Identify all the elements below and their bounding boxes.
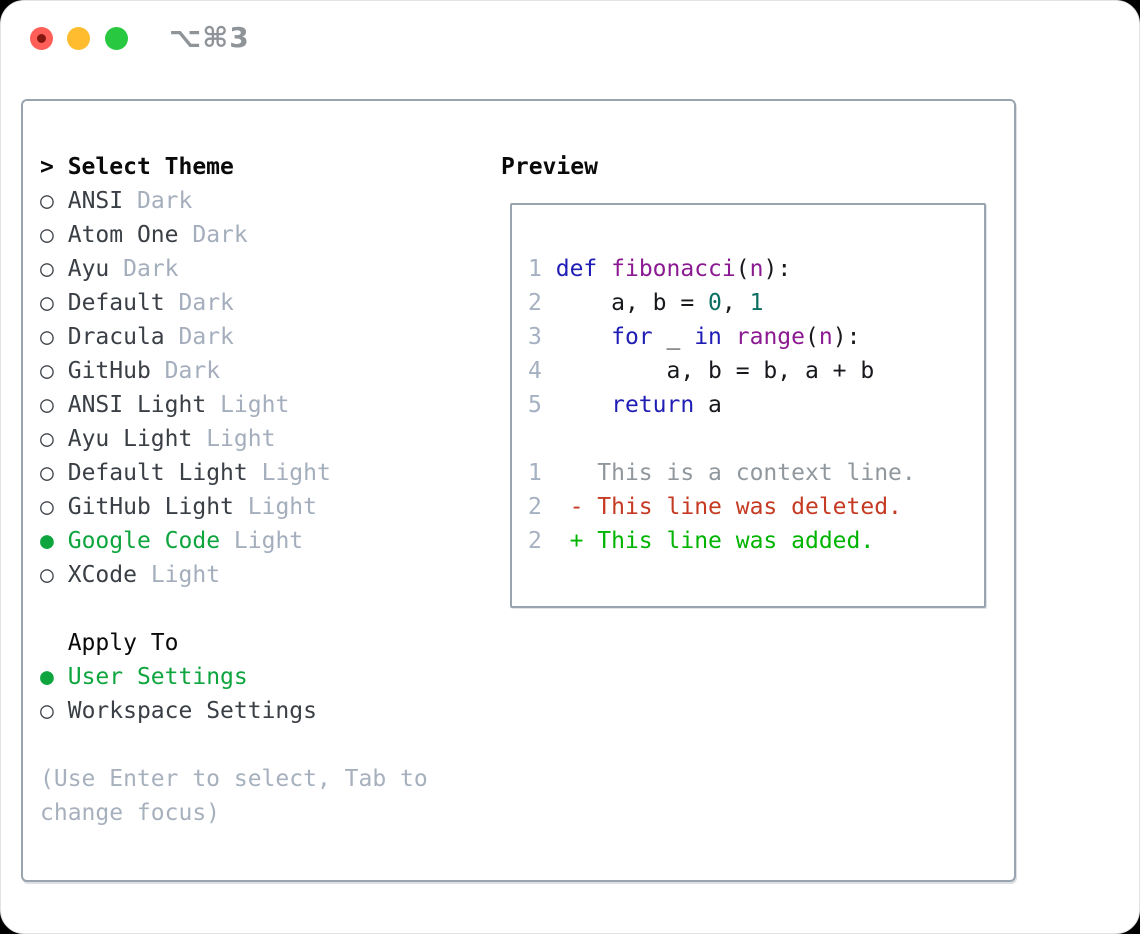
line-number: 3 bbox=[528, 324, 542, 350]
close-button[interactable] bbox=[30, 27, 53, 50]
spacer bbox=[40, 592, 428, 626]
help-line: change focus) bbox=[40, 800, 221, 826]
apply-to-list: ● User Settings○ Workspace Settings bbox=[40, 660, 428, 728]
diff-text: - This line was deleted. bbox=[555, 494, 902, 520]
theme-name: Default bbox=[67, 290, 165, 316]
code-line: 4 a, b = b, a + b bbox=[528, 358, 875, 384]
theme-variant: Dark bbox=[164, 358, 221, 384]
theme-variant: Dark bbox=[136, 188, 193, 214]
minimize-button[interactable] bbox=[67, 27, 90, 50]
diff-line-added: 2 + This line was added. bbox=[528, 524, 916, 558]
theme-variant: Dark bbox=[192, 222, 248, 248]
theme-option-ayu[interactable]: ○ Ayu Dark bbox=[40, 252, 428, 286]
help-line: (Use Enter to select, Tab to bbox=[40, 766, 428, 792]
line-number: 5 bbox=[528, 392, 542, 418]
theme-option-ansi[interactable]: ○ ANSI Dark bbox=[40, 184, 428, 218]
theme-name: Dracula bbox=[67, 324, 165, 350]
line-number: 1 bbox=[528, 256, 542, 282]
zoom-button[interactable] bbox=[105, 27, 128, 50]
theme-name: Ayu bbox=[67, 256, 110, 282]
radio-icon: ○ bbox=[40, 256, 54, 282]
theme-option-github[interactable]: ○ GitHub Dark bbox=[40, 354, 428, 388]
theme-variant: Dark bbox=[123, 256, 179, 282]
theme-name: Google Code bbox=[67, 528, 221, 554]
apply-option-user-settings[interactable]: ● User Settings bbox=[40, 660, 428, 694]
diff-line-context: 1 This is a context line. bbox=[528, 456, 916, 490]
cursor-marker: > bbox=[40, 154, 54, 180]
radio-icon: ○ bbox=[40, 358, 54, 384]
theme-name: Ayu Light bbox=[67, 426, 193, 452]
theme-option-default[interactable]: ○ Default Dark bbox=[40, 286, 428, 320]
radio-icon: ○ bbox=[40, 222, 54, 248]
spacer bbox=[40, 728, 428, 762]
radio-icon: ○ bbox=[40, 494, 54, 520]
theme-name: Atom One bbox=[67, 222, 179, 248]
radio-icon: ○ bbox=[40, 392, 54, 418]
theme-variant: Light bbox=[206, 426, 276, 452]
radio-icon: ○ bbox=[40, 324, 54, 350]
radio-icon: ○ bbox=[40, 562, 54, 588]
apply-option-workspace-settings[interactable]: ○ Workspace Settings bbox=[40, 694, 428, 728]
theme-name: Default Light bbox=[67, 460, 248, 486]
preview-header: Preview bbox=[501, 150, 598, 184]
theme-option-ayu-light[interactable]: ○ Ayu Light Light bbox=[40, 422, 428, 456]
radio-icon: ● bbox=[40, 528, 54, 554]
theme-option-default-light[interactable]: ○ Default Light Light bbox=[40, 456, 428, 490]
radio-icon: ○ bbox=[40, 698, 54, 724]
theme-option-xcode[interactable]: ○ XCode Light bbox=[40, 558, 428, 592]
radio-icon: ○ bbox=[40, 460, 54, 486]
theme-variant: Dark bbox=[178, 290, 234, 316]
theme-list: ○ ANSI Dark○ Atom One Dark○ Ayu Dark○ De… bbox=[40, 184, 428, 592]
theme-variant: Light bbox=[150, 562, 221, 588]
code-line: 2 a, b = 0, 1 bbox=[528, 290, 764, 316]
theme-variant: Light bbox=[220, 392, 290, 418]
theme-variant: Dark bbox=[178, 324, 234, 350]
diff-line-deleted: 2 - This line was deleted. bbox=[528, 490, 916, 524]
radio-icon: ● bbox=[40, 664, 54, 690]
radio-icon: ○ bbox=[40, 188, 54, 214]
keyboard-shortcut-label: ⌥⌘3 bbox=[169, 21, 250, 54]
line-number: 4 bbox=[528, 358, 542, 384]
diff-text: + This line was added. bbox=[555, 528, 875, 554]
theme-name: GitHub bbox=[67, 358, 151, 384]
preview-title: Preview bbox=[501, 154, 598, 180]
line-number: 2 bbox=[528, 494, 542, 520]
preview-pane: 1 def fibonacci(n): 2 a, b = 0, 1 3 for _ … bbox=[510, 203, 986, 608]
radio-icon: ○ bbox=[40, 290, 54, 316]
theme-option-atom-one[interactable]: ○ Atom One Dark bbox=[40, 218, 428, 252]
theme-name: ANSI bbox=[67, 188, 124, 214]
code-line: 3 for _ in range(n): bbox=[528, 324, 861, 350]
record-dot-icon bbox=[37, 34, 46, 43]
line-number: 2 bbox=[528, 528, 542, 554]
spacer bbox=[528, 422, 916, 456]
theme-variant: Light bbox=[233, 528, 304, 554]
line-number: 1 bbox=[528, 460, 542, 486]
help-text: (Use Enter to select, Tab to change focu… bbox=[40, 762, 428, 830]
theme-variant: Light bbox=[261, 460, 331, 486]
theme-name: ANSI Light bbox=[67, 392, 207, 418]
theme-selector: >Select Theme ○ ANSI Dark○ Atom One Dark… bbox=[40, 150, 428, 830]
window-titlebar: ⌥⌘3 bbox=[1, 1, 1139, 73]
theme-name: XCode bbox=[67, 562, 137, 588]
code-line: 5 return a bbox=[528, 392, 722, 418]
select-theme-header: > Select Theme bbox=[40, 150, 428, 184]
theme-option-dracula[interactable]: ○ Dracula Dark bbox=[40, 320, 428, 354]
code-preview: 1 def fibonacci(n): 2 a, b = 0, 1 3 for _ … bbox=[528, 252, 916, 558]
theme-variant: Light bbox=[247, 494, 317, 520]
apply-option-label: User Settings bbox=[67, 664, 248, 690]
apply-to-header: Apply To bbox=[67, 630, 179, 656]
theme-picker-panel: >Select Theme ○ ANSI Dark○ Atom One Dark… bbox=[21, 99, 1016, 882]
theme-option-google-code[interactable]: ● Google Code Light bbox=[40, 524, 428, 558]
theme-option-github-light[interactable]: ○ GitHub Light Light bbox=[40, 490, 428, 524]
apply-option-label: Workspace Settings bbox=[67, 698, 317, 724]
theme-name: GitHub Light bbox=[67, 494, 234, 520]
radio-icon: ○ bbox=[40, 426, 54, 452]
select-theme-title: Select Theme bbox=[67, 154, 234, 180]
line-number: 2 bbox=[528, 290, 542, 316]
diff-text: This is a context line. bbox=[555, 460, 916, 486]
code-line: 1 def fibonacci(n): bbox=[528, 256, 792, 282]
theme-option-ansi-light[interactable]: ○ ANSI Light Light bbox=[40, 388, 428, 422]
